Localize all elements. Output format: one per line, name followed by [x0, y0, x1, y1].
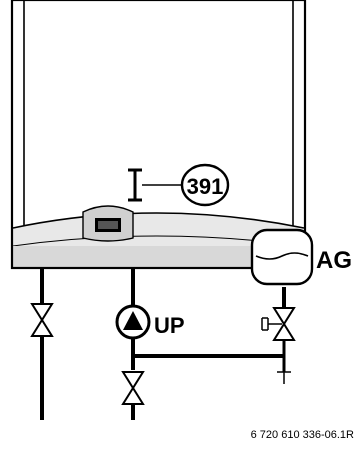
boiler-display: [82, 205, 134, 242]
cap-valve: [261, 307, 296, 341]
circulation-pump: [115, 304, 151, 340]
vessel-label: AG: [316, 247, 352, 274]
shutoff-valve-left: [30, 303, 54, 337]
shutoff-valve-right: [121, 371, 145, 405]
pump-label: UP: [154, 313, 185, 338]
callout-number: 391: [187, 174, 224, 199]
position-marker: [128, 168, 142, 202]
boiler-unit: [10, 0, 307, 270]
callout-badge: 391: [180, 163, 230, 207]
expansion-vessel: [250, 228, 314, 286]
figure-code: 6 720 610 336-06.1R: [251, 429, 354, 441]
vessel-branch-pipe: [277, 287, 291, 384]
